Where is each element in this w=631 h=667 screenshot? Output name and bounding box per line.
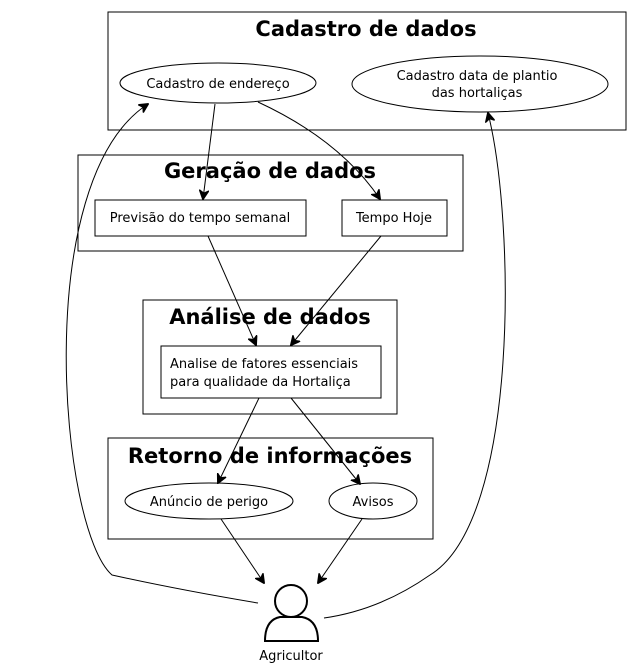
node-avisos-shape — [328, 482, 418, 520]
edge-analise-to-anuncio — [218, 397, 260, 483]
edge-endereco-to-previsao — [203, 103, 216, 199]
edge-endereco-to-tempo-hoje — [257, 101, 380, 199]
node-cadastro-endereco-shape — [119, 62, 317, 104]
node-previsao-label: Previsão do tempo semanal — [110, 211, 290, 226]
node-previsao-tempo: Previsão do tempo semanal — [94, 199, 307, 237]
node-cadastro-endereco-label: Cadastro de endereço — [146, 77, 289, 92]
node-analise-fatores-shape — [160, 345, 382, 399]
package-geracao-title: Geração de dados — [164, 159, 376, 183]
actor-agricultor: Agricultor — [259, 584, 323, 664]
node-previsao-shape — [94, 199, 307, 237]
node-tempo-hoje-shape — [341, 199, 448, 237]
node-cadastro-plantio-label-line2: das hortaliças — [432, 86, 523, 101]
node-analise-fatores-label-line1: Analise de fatores essenciais — [170, 357, 358, 372]
edge-previsao-to-analise — [207, 235, 256, 345]
node-tempo-hoje-label: Tempo Hoje — [355, 211, 432, 226]
edge-agricultor-to-endereco — [65, 104, 259, 604]
actor-agricultor-label: Agricultor — [259, 649, 323, 664]
node-analise-fatores: Analise de fatores essenciais para quali… — [160, 345, 382, 399]
node-avisos-label: Avisos — [353, 495, 394, 510]
edge-avisos-to-agricultor — [318, 518, 363, 583]
edge-tempo-hoje-to-analise — [291, 235, 382, 345]
node-cadastro-plantio-label-line1: Cadastro data de plantio — [397, 69, 558, 84]
package-retorno-title: Retorno de informações — [128, 444, 412, 468]
user-icon — [263, 584, 320, 642]
node-cadastro-plantio: Cadastro data de plantio das hortaliças — [351, 55, 609, 113]
edge-anuncio-to-agricultor — [220, 518, 264, 583]
package-cadastro-title: Cadastro de dados — [255, 17, 476, 41]
node-tempo-hoje: Tempo Hoje — [341, 199, 448, 237]
node-cadastro-plantio-shape — [351, 55, 609, 113]
node-cadastro-endereco: Cadastro de endereço — [119, 62, 317, 104]
node-anuncio-perigo-label: Anúncio de perigo — [150, 495, 268, 510]
edge-analise-to-avisos — [290, 397, 360, 484]
node-anuncio-perigo-shape — [124, 482, 294, 520]
package-analise-title: Análise de dados — [169, 305, 371, 329]
node-anuncio-perigo: Anúncio de perigo — [124, 482, 294, 520]
edge-agricultor-to-plantio — [323, 113, 506, 619]
node-analise-fatores-label-line2: para qualidade da Hortaliça — [170, 375, 351, 390]
node-avisos: Avisos — [328, 482, 418, 520]
